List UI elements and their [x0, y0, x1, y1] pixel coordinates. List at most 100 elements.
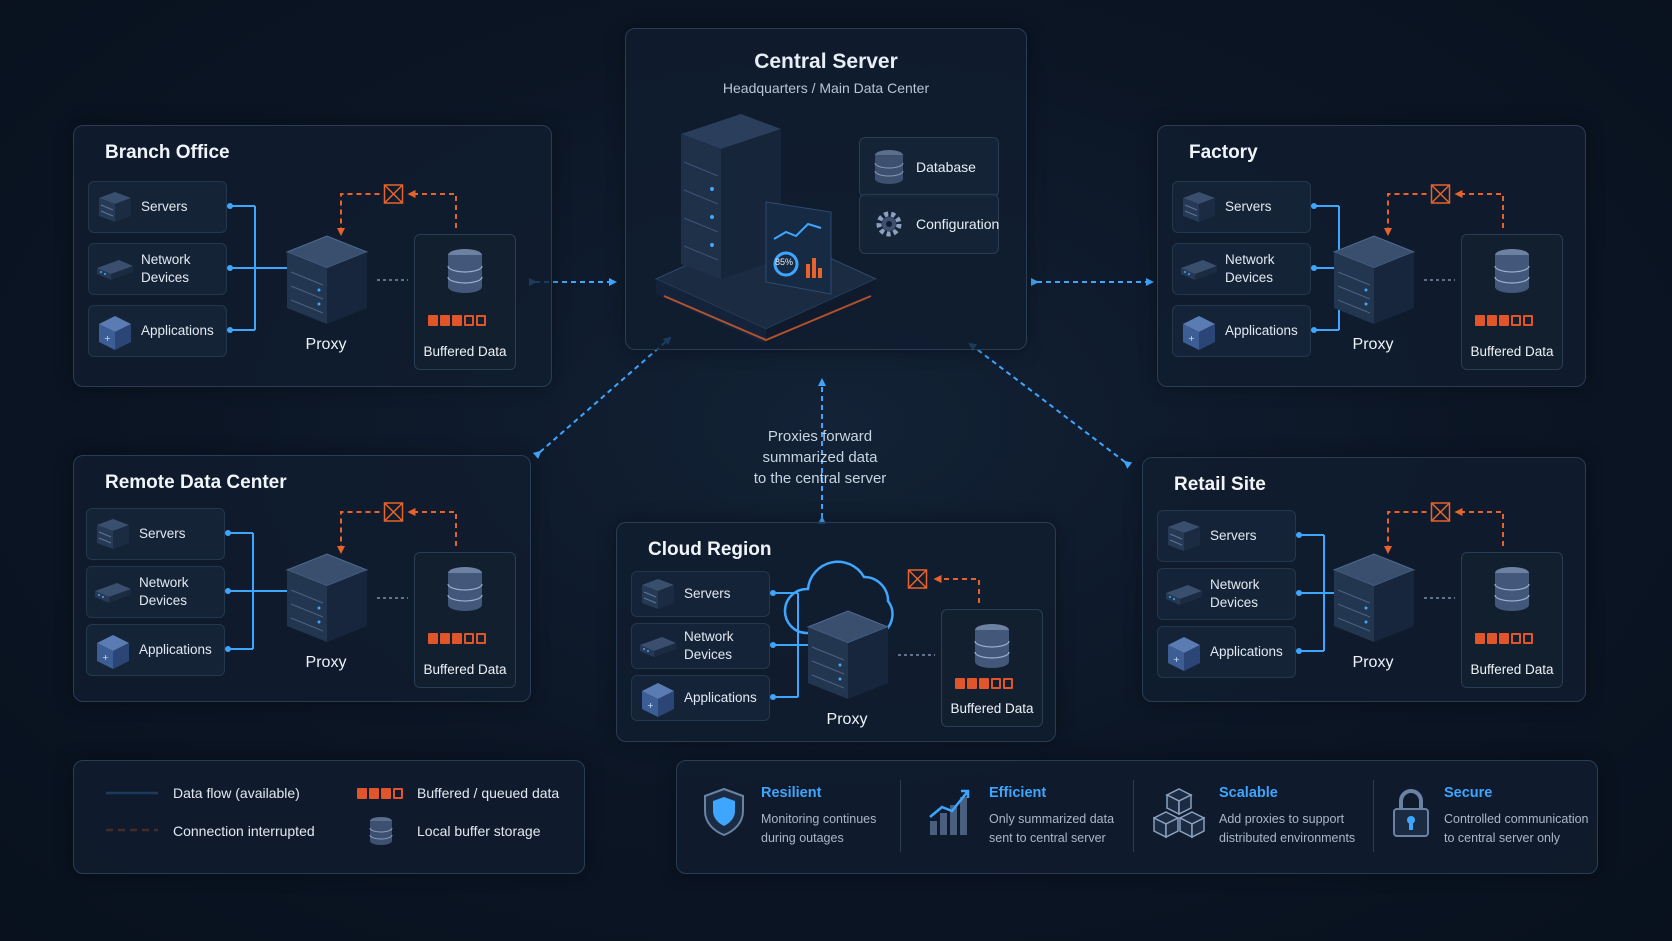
site-title: Factory	[1189, 142, 1258, 163]
database-icon	[1492, 565, 1532, 620]
device-label: Servers	[1225, 199, 1272, 214]
local-buffer-database-icon	[369, 817, 393, 845]
proxy-server-icon[interactable]	[281, 228, 373, 333]
server-icon	[642, 579, 674, 609]
device-label: Applications	[139, 642, 212, 657]
network-device-icon	[1166, 585, 1202, 605]
device-label: Applications	[141, 323, 214, 338]
site-connector-lines	[227, 184, 457, 333]
legend-buffered: Buffered / queued data	[417, 785, 560, 801]
proxy-server-icon[interactable]	[1328, 546, 1420, 651]
lock-icon	[1393, 789, 1429, 837]
buffered-data-box[interactable]: Buffered Data	[1461, 552, 1563, 688]
application-icon: +	[1168, 637, 1200, 671]
svg-text:+: +	[647, 701, 654, 710]
shield-icon	[704, 787, 744, 837]
site-connector-lines	[1296, 502, 1504, 654]
proxy-server-icon[interactable]	[281, 546, 373, 651]
device-label: Network Devices	[139, 575, 189, 608]
buffered-data-box[interactable]: Buffered Data	[414, 234, 516, 370]
server-icon	[1183, 192, 1215, 222]
device-label: Servers	[1210, 528, 1257, 543]
central-server-rack-icon	[654, 114, 878, 344]
svg-text:+: +	[104, 334, 111, 343]
server-icon	[99, 192, 131, 222]
legend-data-flow: Data flow (available)	[173, 785, 300, 801]
database-label: Database	[916, 159, 976, 175]
device-row[interactable]: Network Devices	[1172, 243, 1311, 295]
network-device-icon	[97, 260, 133, 280]
feature-desc: Monitoring continues during outages	[761, 812, 877, 845]
server-icon	[97, 519, 129, 549]
device-row[interactable]: + Applications	[631, 675, 770, 721]
queued-data-blocks	[428, 315, 486, 326]
network-device-icon	[95, 583, 131, 603]
feature-desc: Controlled communication to central serv…	[1444, 812, 1589, 845]
feature-desc: Add proxies to support distributed envir…	[1219, 812, 1356, 845]
proxy-server-icon[interactable]	[1328, 228, 1420, 333]
feature-title: Efficient	[989, 785, 1047, 801]
network-device-icon	[1181, 260, 1217, 280]
device-row[interactable]: Servers	[86, 508, 225, 560]
server-icon	[1168, 521, 1200, 551]
device-row[interactable]: Servers	[88, 181, 227, 233]
buffered-data-box[interactable]: Buffered Data	[941, 609, 1043, 727]
site-title: Retail Site	[1174, 474, 1266, 495]
device-row[interactable]: +Applications	[1172, 305, 1311, 357]
device-row[interactable]: Network Devices	[1157, 568, 1296, 620]
application-icon: +	[97, 635, 129, 669]
application-icon: +	[99, 316, 131, 350]
device-row[interactable]: Network Devices	[88, 243, 227, 295]
device-label: Servers	[139, 526, 186, 541]
device-label: Applications	[684, 690, 757, 705]
device-label: Servers	[684, 586, 731, 601]
buffered-data-label: Buffered Data	[1470, 344, 1554, 359]
site-panel-retail: Retail Site Servers Network Devices +App…	[1142, 457, 1586, 702]
central-server-panel: Central Server Headquarters / Main Data …	[625, 28, 1027, 350]
queued-data-blocks	[1475, 633, 1533, 644]
site-title: Branch Office	[105, 142, 230, 163]
site-connector-lines	[225, 502, 457, 652]
queued-data-blocks	[1475, 315, 1533, 326]
device-label: Network Devices	[141, 252, 191, 285]
device-row[interactable]: Network Devices	[631, 623, 770, 669]
proxy-label: Proxy	[826, 711, 868, 728]
device-row[interactable]: Servers	[1172, 181, 1311, 233]
database-icon	[972, 622, 1012, 677]
proxy-label: Proxy	[305, 654, 347, 671]
device-row[interactable]: Servers	[631, 571, 770, 617]
legend-buffer-blocks-icon	[357, 788, 403, 799]
feature-desc: Only summarized data sent to central ser…	[989, 812, 1115, 845]
device-row[interactable]: +Applications	[1157, 626, 1296, 678]
network-device-icon	[640, 637, 676, 657]
device-label: Network Devices	[684, 629, 734, 662]
feature-title: Secure	[1444, 785, 1493, 801]
buffered-data-box[interactable]: Buffered Data	[414, 552, 516, 688]
device-label: Network Devices	[1225, 252, 1275, 285]
site-panel-branch: Branch Office Servers Network Devices + A…	[73, 125, 552, 387]
device-row[interactable]: + Applications	[88, 305, 227, 357]
buffered-data-label: Buffered Data	[423, 344, 507, 359]
device-label: Servers	[141, 199, 188, 214]
site-panel-remote: Remote Data Center Servers Network Devic…	[73, 455, 531, 702]
database-icon	[445, 247, 485, 302]
database-service[interactable]: Database	[859, 137, 999, 197]
configuration-service[interactable]: Configuration	[859, 194, 999, 254]
buffered-data-box[interactable]: Buffered Data	[1461, 234, 1563, 370]
connection-broken-icon	[907, 569, 928, 589]
central-server-subtitle: Headquarters / Main Data Center	[722, 80, 930, 96]
proxy-server-icon[interactable]	[802, 603, 894, 708]
svg-text:+: +	[1173, 655, 1180, 664]
configuration-label: Configuration	[916, 216, 1000, 232]
device-row[interactable]: + Applications	[86, 624, 225, 676]
link-retail-central	[968, 342, 1133, 469]
device-row[interactable]: Network Devices	[86, 566, 225, 618]
site-panel-factory: Factory Servers Network Devices +Applica…	[1157, 125, 1586, 387]
queued-data-blocks	[955, 678, 1013, 689]
proxy-label: Proxy	[305, 336, 347, 353]
buffered-data-label: Buffered Data	[1470, 662, 1554, 677]
device-row[interactable]: Servers	[1157, 510, 1296, 562]
connection-broken-icon	[383, 502, 404, 522]
site-panel-cloud: Cloud Region Servers Network Devices +Ap…	[616, 522, 1056, 742]
cubes-icon	[1153, 788, 1205, 839]
